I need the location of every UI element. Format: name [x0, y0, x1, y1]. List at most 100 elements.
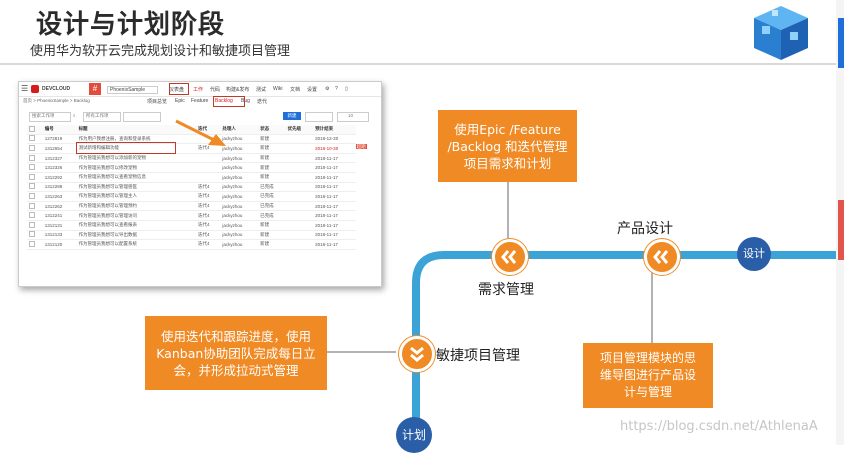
agile-label: 敏捷项目管理	[436, 348, 520, 364]
table-cell: 1312120	[42, 239, 77, 250]
row-checkbox[interactable]	[27, 153, 43, 164]
table-cell: 新建	[258, 230, 286, 241]
table-cell: 新建	[258, 172, 286, 183]
row-checkbox[interactable]	[27, 210, 43, 221]
search-input[interactable]: 搜索工作项	[29, 112, 71, 122]
row-checkbox[interactable]	[27, 230, 43, 241]
table-cell: 1312292	[42, 172, 77, 183]
project-hash-icon: #	[89, 83, 101, 95]
nav-docs[interactable]: 文档	[290, 87, 301, 93]
tab-feature[interactable]: Feature	[191, 98, 209, 104]
row-checkbox[interactable]	[27, 172, 43, 183]
table-cell: 作为管理员我想可以管理访问	[76, 210, 197, 221]
row-checkbox[interactable]	[27, 134, 43, 145]
page-size-select[interactable]: 10	[337, 112, 369, 122]
agile-chevron-icon[interactable]	[399, 336, 435, 372]
callout-product-design: 项目管理模块的思维导图进行产品设计与管理	[583, 343, 713, 408]
nav-work[interactable]: 工作	[193, 87, 204, 93]
table-cell: 1312327	[42, 153, 77, 164]
row-checkbox[interactable]	[27, 239, 43, 250]
row-checkbox[interactable]	[27, 191, 43, 202]
design-node[interactable]: 设计	[737, 237, 771, 271]
devcloud-backlog-screenshot: ☰ DEVCLOUD # PhoenixSample 仪表盘 工作 代码 构建&…	[18, 81, 382, 287]
row-checkbox[interactable]	[27, 143, 43, 154]
table-cell: 1312131	[42, 220, 77, 231]
tab-bug[interactable]: Bug	[241, 98, 250, 104]
table-cell: 作为管理员我想可以管理预约	[76, 201, 197, 212]
plan-node[interactable]: 计划	[396, 417, 432, 453]
new-button[interactable]: 新建	[283, 112, 301, 120]
table-cell: 2018-11-17	[313, 230, 356, 241]
table-cell: 作为管理员我想可以管理主人	[76, 191, 197, 202]
menu-icon[interactable]: ☰	[21, 84, 29, 93]
table-cell: 作为管理员我想可以管理兽医	[76, 182, 197, 193]
table-cell: 已完成	[258, 182, 286, 193]
help-icon[interactable]: ?	[335, 86, 338, 92]
table-cell: jackyzhou	[220, 134, 259, 145]
table-cell: 新建	[258, 134, 286, 145]
tab-backlog[interactable]: Backlog	[215, 98, 233, 104]
nav-wiki[interactable]: Wiki	[273, 86, 283, 92]
backlog-highlight-box	[213, 96, 245, 107]
breadcrumb: 首页 > PhoenixSample > Backlog	[23, 98, 90, 103]
table-header: 编号 标题 迭代 处理人 状态 优先级 预计结束	[27, 125, 373, 135]
table-cell: 作为管理员我想可以查看宠物信息	[76, 172, 197, 183]
watermark: https://blog.csdn.net/AthlenaA	[620, 419, 818, 434]
table-cell: 2018-11-17	[313, 182, 356, 193]
filter-select-2[interactable]	[123, 112, 161, 122]
table-cell: jackyzhou	[220, 201, 259, 212]
requirements-chevron-icon[interactable]	[492, 239, 528, 275]
table-cell: 2018-11-17	[313, 239, 356, 250]
tab-overview[interactable]: 项目总览	[147, 99, 168, 105]
col-due: 预计结束	[313, 125, 356, 135]
table-cell: 作为管理员我想可以修改宠物	[76, 162, 197, 173]
search-icon[interactable]: ⌕	[73, 113, 76, 118]
table-cell: 2018-12-30	[313, 134, 356, 145]
row-checkbox[interactable]	[27, 162, 43, 173]
side-scroll-bar	[836, 0, 844, 445]
table-cell	[285, 134, 314, 145]
table-cell	[196, 134, 221, 145]
devcloud-navbar: ☰ DEVCLOUD # PhoenixSample 仪表盘 工作 代码 构建&…	[19, 82, 381, 97]
tab-iteration[interactable]: 迭代	[257, 99, 268, 105]
table-cell: 迭代4	[196, 220, 221, 231]
table-cell	[285, 239, 314, 250]
table-cell	[285, 162, 314, 173]
row-checkbox[interactable]	[27, 182, 43, 193]
devcloud-cube-logo	[754, 6, 808, 60]
nav-test[interactable]: 测试	[256, 87, 267, 93]
filter-select[interactable]: 所有工作项	[83, 112, 121, 122]
table-cell: 作为管理员我想可以配置系统	[76, 239, 197, 250]
gear-icon[interactable]: ⚙	[325, 86, 330, 92]
tab-epic[interactable]: Epic	[175, 98, 185, 104]
table-cell: jackyzhou	[220, 172, 259, 183]
more-select[interactable]	[305, 112, 333, 122]
table-cell: 已完成	[258, 210, 286, 221]
row-checkbox[interactable]	[27, 220, 43, 231]
nav-build[interactable]: 构建&发布	[226, 87, 250, 93]
project-select[interactable]: PhoenixSample	[107, 86, 159, 94]
col-assignee: 处理人	[220, 125, 259, 135]
product-design-chevron-icon[interactable]	[644, 239, 680, 275]
phone-icon[interactable]: ▯	[345, 86, 348, 92]
nav-code[interactable]: 代码	[210, 87, 221, 93]
table-cell: 已完成	[258, 201, 286, 212]
table-cell	[196, 162, 221, 173]
table-cell: 1312654	[42, 143, 77, 154]
nav-dashboard[interactable]: 仪表盘	[169, 87, 185, 93]
row-checkbox[interactable]	[27, 201, 43, 212]
nav-settings[interactable]: 设置	[307, 87, 318, 93]
table-cell: jackyzhou	[220, 191, 259, 202]
